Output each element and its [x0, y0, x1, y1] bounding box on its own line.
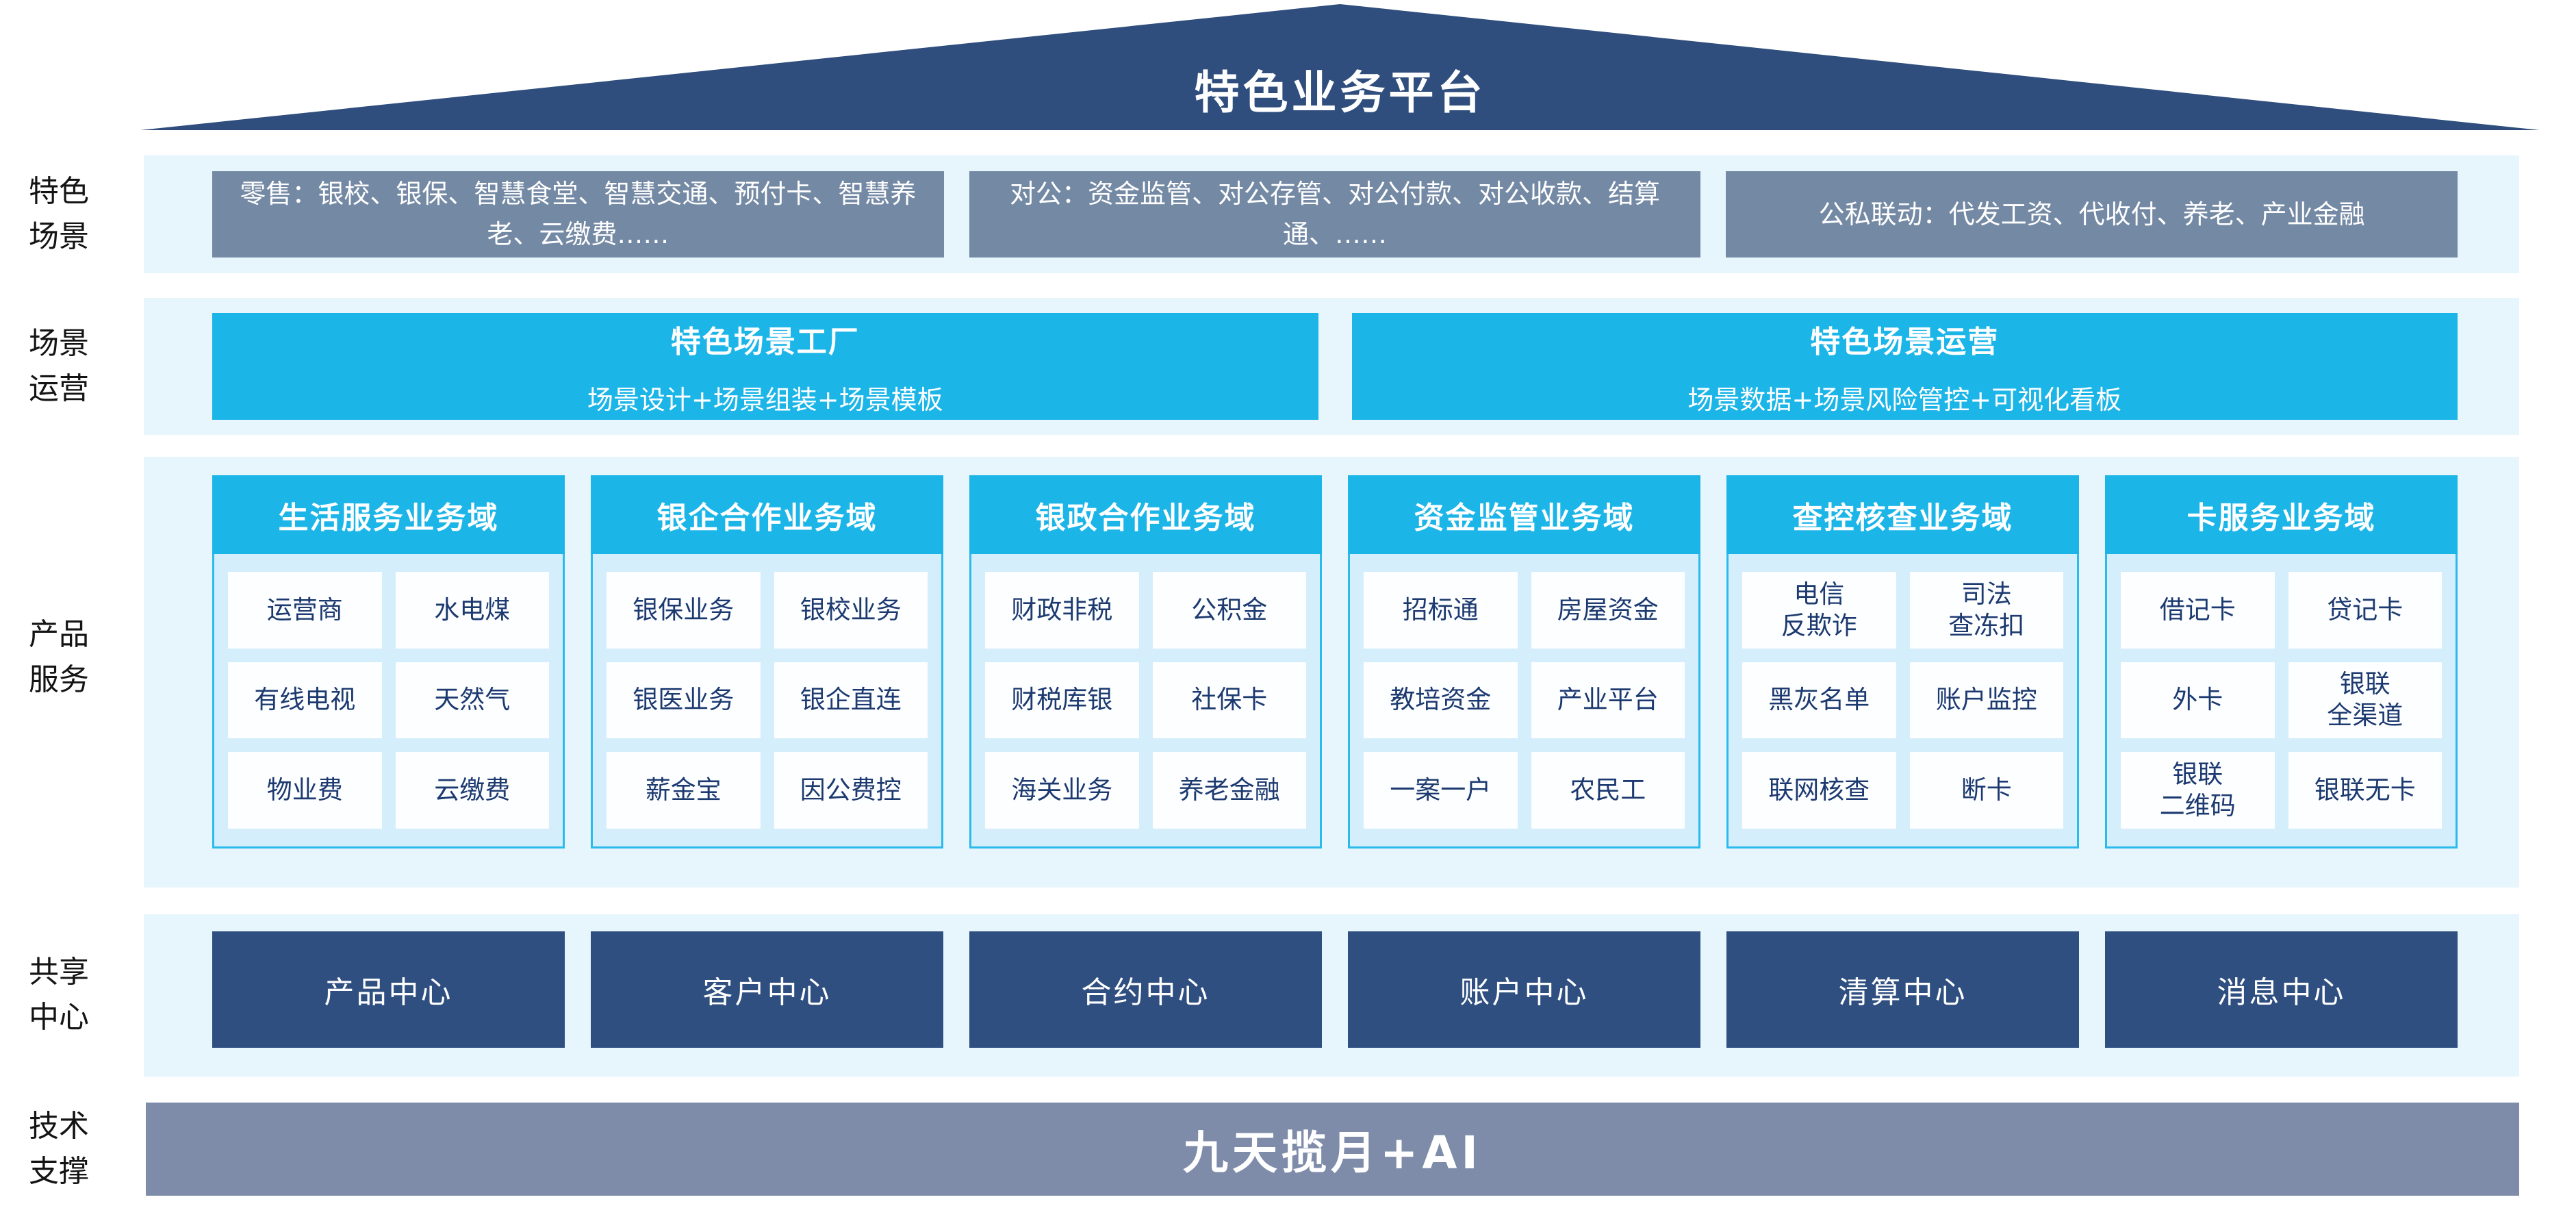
domain-cell: 教培资金: [1364, 662, 1518, 739]
domain-life-service: 生活服务业务域 运营商 水电煤 有线电视 天然气 物业费 云缴费: [212, 475, 565, 848]
domain-fund-supervision: 资金监管业务域 招标通 房屋资金 教培资金 产业平台 一案一户 农民工: [1348, 475, 1700, 848]
layer-label-scene: 特色 场景: [29, 174, 89, 254]
domain-header: 查控核查业务域: [1726, 475, 2079, 554]
domain-inquiry-control: 查控核查业务域 电信 反欺诈 司法 查冻扣 黑灰名单 账户监控 联网核查 断卡: [1726, 475, 2079, 848]
diagram-title: 特色业务平台: [1194, 66, 1486, 119]
center-contract: 合约中心: [969, 931, 1322, 1048]
domain-cell: 海关业务: [985, 752, 1139, 829]
shared-center-row: 产品中心 客户中心 合约中心 账户中心 清算中心 消息中心: [144, 914, 2519, 1077]
domain-cell: 社保卡: [1152, 662, 1306, 739]
domain-cell: 银联无卡: [2288, 752, 2442, 829]
roof-banner: 特色业务平台: [140, 4, 2540, 130]
domain-cell: 公积金: [1152, 572, 1306, 649]
domain-cell: 运营商: [228, 572, 382, 649]
domain-cell: 银企直连: [774, 662, 928, 739]
scene-row: 零售：银校、银保、智慧食堂、智慧交通、预付卡、智慧养老、云缴费…… 对公：资金监…: [144, 155, 2519, 273]
center-message: 消息中心: [2105, 931, 2458, 1048]
operation-boxes: 特色场景工厂 场景设计+场景组装+场景模板 特色场景运营 场景数据+场景风险管控…: [212, 313, 2458, 420]
center-account: 账户中心: [1348, 931, 1700, 1048]
domain-header: 卡服务业务域: [2105, 475, 2458, 554]
domain-cell: 账户监控: [1909, 662, 2063, 739]
domain-cell: 外卡: [2121, 662, 2275, 739]
layer-label-operation: 场景 运营: [29, 326, 89, 406]
domain-cell: 黑灰名单: [1742, 662, 1896, 739]
domain-cell: 财政非税: [985, 572, 1139, 649]
product-row: 生活服务业务域 运营商 水电煤 有线电视 天然气 物业费 云缴费 银企合作业务域…: [144, 457, 2519, 888]
op-box-scene-operation: 特色场景运营 场景数据+场景风险管控+可视化看板: [1351, 313, 2458, 420]
domain-cell: 产业平台: [1531, 662, 1685, 739]
op-box-title: 特色场景工厂: [670, 324, 860, 360]
domain-cell: 云缴费: [395, 752, 549, 829]
domain-body: 招标通 房屋资金 教培资金 产业平台 一案一户 农民工: [1348, 554, 1700, 848]
domain-cell: 物业费: [228, 752, 382, 829]
domain-body: 财政非税 公积金 财税库银 社保卡 海关业务 养老金融: [969, 554, 1322, 848]
domain-card-service: 卡服务业务域 借记卡 贷记卡 外卡 银联 全渠道 银联 二维码 银联无卡: [2105, 475, 2458, 848]
domain-cell: 银保业务: [607, 572, 761, 649]
domain-cell: 银联 二维码: [2121, 752, 2275, 829]
domain-header: 银企合作业务域: [591, 475, 943, 554]
domain-cell: 招标通: [1364, 572, 1518, 649]
domain-cell: 断卡: [1909, 752, 2063, 829]
tech-support-title: 九天揽月+AI: [1183, 1127, 1482, 1179]
domain-cell: 贷记卡: [2288, 572, 2442, 649]
op-box-title: 特色场景运营: [1810, 324, 2000, 360]
scene-box-corporate: 对公：资金监管、对公存管、对公付款、对公收款、结算通、……: [969, 171, 1701, 257]
scene-boxes: 零售：银校、银保、智慧食堂、智慧交通、预付卡、智慧养老、云缴费…… 对公：资金监…: [212, 171, 2458, 257]
domain-cell: 司法 查冻扣: [1909, 572, 2063, 649]
domain-body: 银保业务 银校业务 银医业务 银企直连 薪金宝 因公费控: [591, 554, 943, 848]
domain-header: 生活服务业务域: [212, 475, 565, 554]
domain-cell: 水电煤: [395, 572, 549, 649]
tech-support-bar: 九天揽月+AI: [146, 1103, 2519, 1196]
domain-body: 借记卡 贷记卡 外卡 银联 全渠道 银联 二维码 银联无卡: [2105, 554, 2458, 848]
domain-columns: 生活服务业务域 运营商 水电煤 有线电视 天然气 物业费 云缴费 银企合作业务域…: [212, 475, 2458, 848]
domain-cell: 借记卡: [2121, 572, 2275, 649]
center-product: 产品中心: [212, 931, 565, 1048]
domain-header: 资金监管业务域: [1348, 475, 1700, 554]
center-customer: 客户中心: [591, 931, 943, 1048]
domain-bank-enterprise: 银企合作业务域 银保业务 银校业务 银医业务 银企直连 薪金宝 因公费控: [591, 475, 943, 848]
domain-cell: 联网核查: [1742, 752, 1896, 829]
domain-cell: 有线电视: [228, 662, 382, 739]
domain-bank-government: 银政合作业务域 财政非税 公积金 财税库银 社保卡 海关业务 养老金融: [969, 475, 1322, 848]
domain-cell: 一案一户: [1364, 752, 1518, 829]
center-boxes: 产品中心 客户中心 合约中心 账户中心 清算中心 消息中心: [212, 931, 2458, 1048]
domain-cell: 因公费控: [774, 752, 928, 829]
scene-box-retail: 零售：银校、银保、智慧食堂、智慧交通、预付卡、智慧养老、云缴费……: [212, 171, 944, 257]
layer-label-tech: 技术 支撑: [29, 1109, 89, 1189]
layer-label-product: 产品 服务: [29, 617, 89, 697]
domain-header: 银政合作业务域: [969, 475, 1322, 554]
domain-cell: 银校业务: [774, 572, 928, 649]
domain-body: 运营商 水电煤 有线电视 天然气 物业费 云缴费: [212, 554, 565, 848]
op-box-subtitle: 场景设计+场景组装+场景模板: [587, 384, 943, 415]
domain-cell: 薪金宝: [607, 752, 761, 829]
domain-cell: 银联 全渠道: [2288, 662, 2442, 739]
center-clearing: 清算中心: [1726, 931, 2079, 1048]
layer-label-shared: 共享 中心: [29, 955, 89, 1035]
domain-cell: 银医业务: [607, 662, 761, 739]
op-box-subtitle: 场景数据+场景风险管控+可视化看板: [1687, 384, 2122, 415]
domain-cell: 房屋资金: [1531, 572, 1685, 649]
op-box-scene-factory: 特色场景工厂 场景设计+场景组装+场景模板: [212, 313, 1318, 420]
domain-cell: 财税库银: [985, 662, 1139, 739]
scene-box-public-private: 公私联动：代发工资、代收付、养老、产业金融: [1726, 171, 2458, 257]
domain-body: 电信 反欺诈 司法 查冻扣 黑灰名单 账户监控 联网核查 断卡: [1726, 554, 2079, 848]
domain-cell: 养老金融: [1152, 752, 1306, 829]
domain-cell: 电信 反欺诈: [1742, 572, 1896, 649]
domain-cell: 农民工: [1531, 752, 1685, 829]
operation-row: 特色场景工厂 场景设计+场景组装+场景模板 特色场景运营 场景数据+场景风险管控…: [144, 298, 2519, 435]
domain-cell: 天然气: [395, 662, 549, 739]
